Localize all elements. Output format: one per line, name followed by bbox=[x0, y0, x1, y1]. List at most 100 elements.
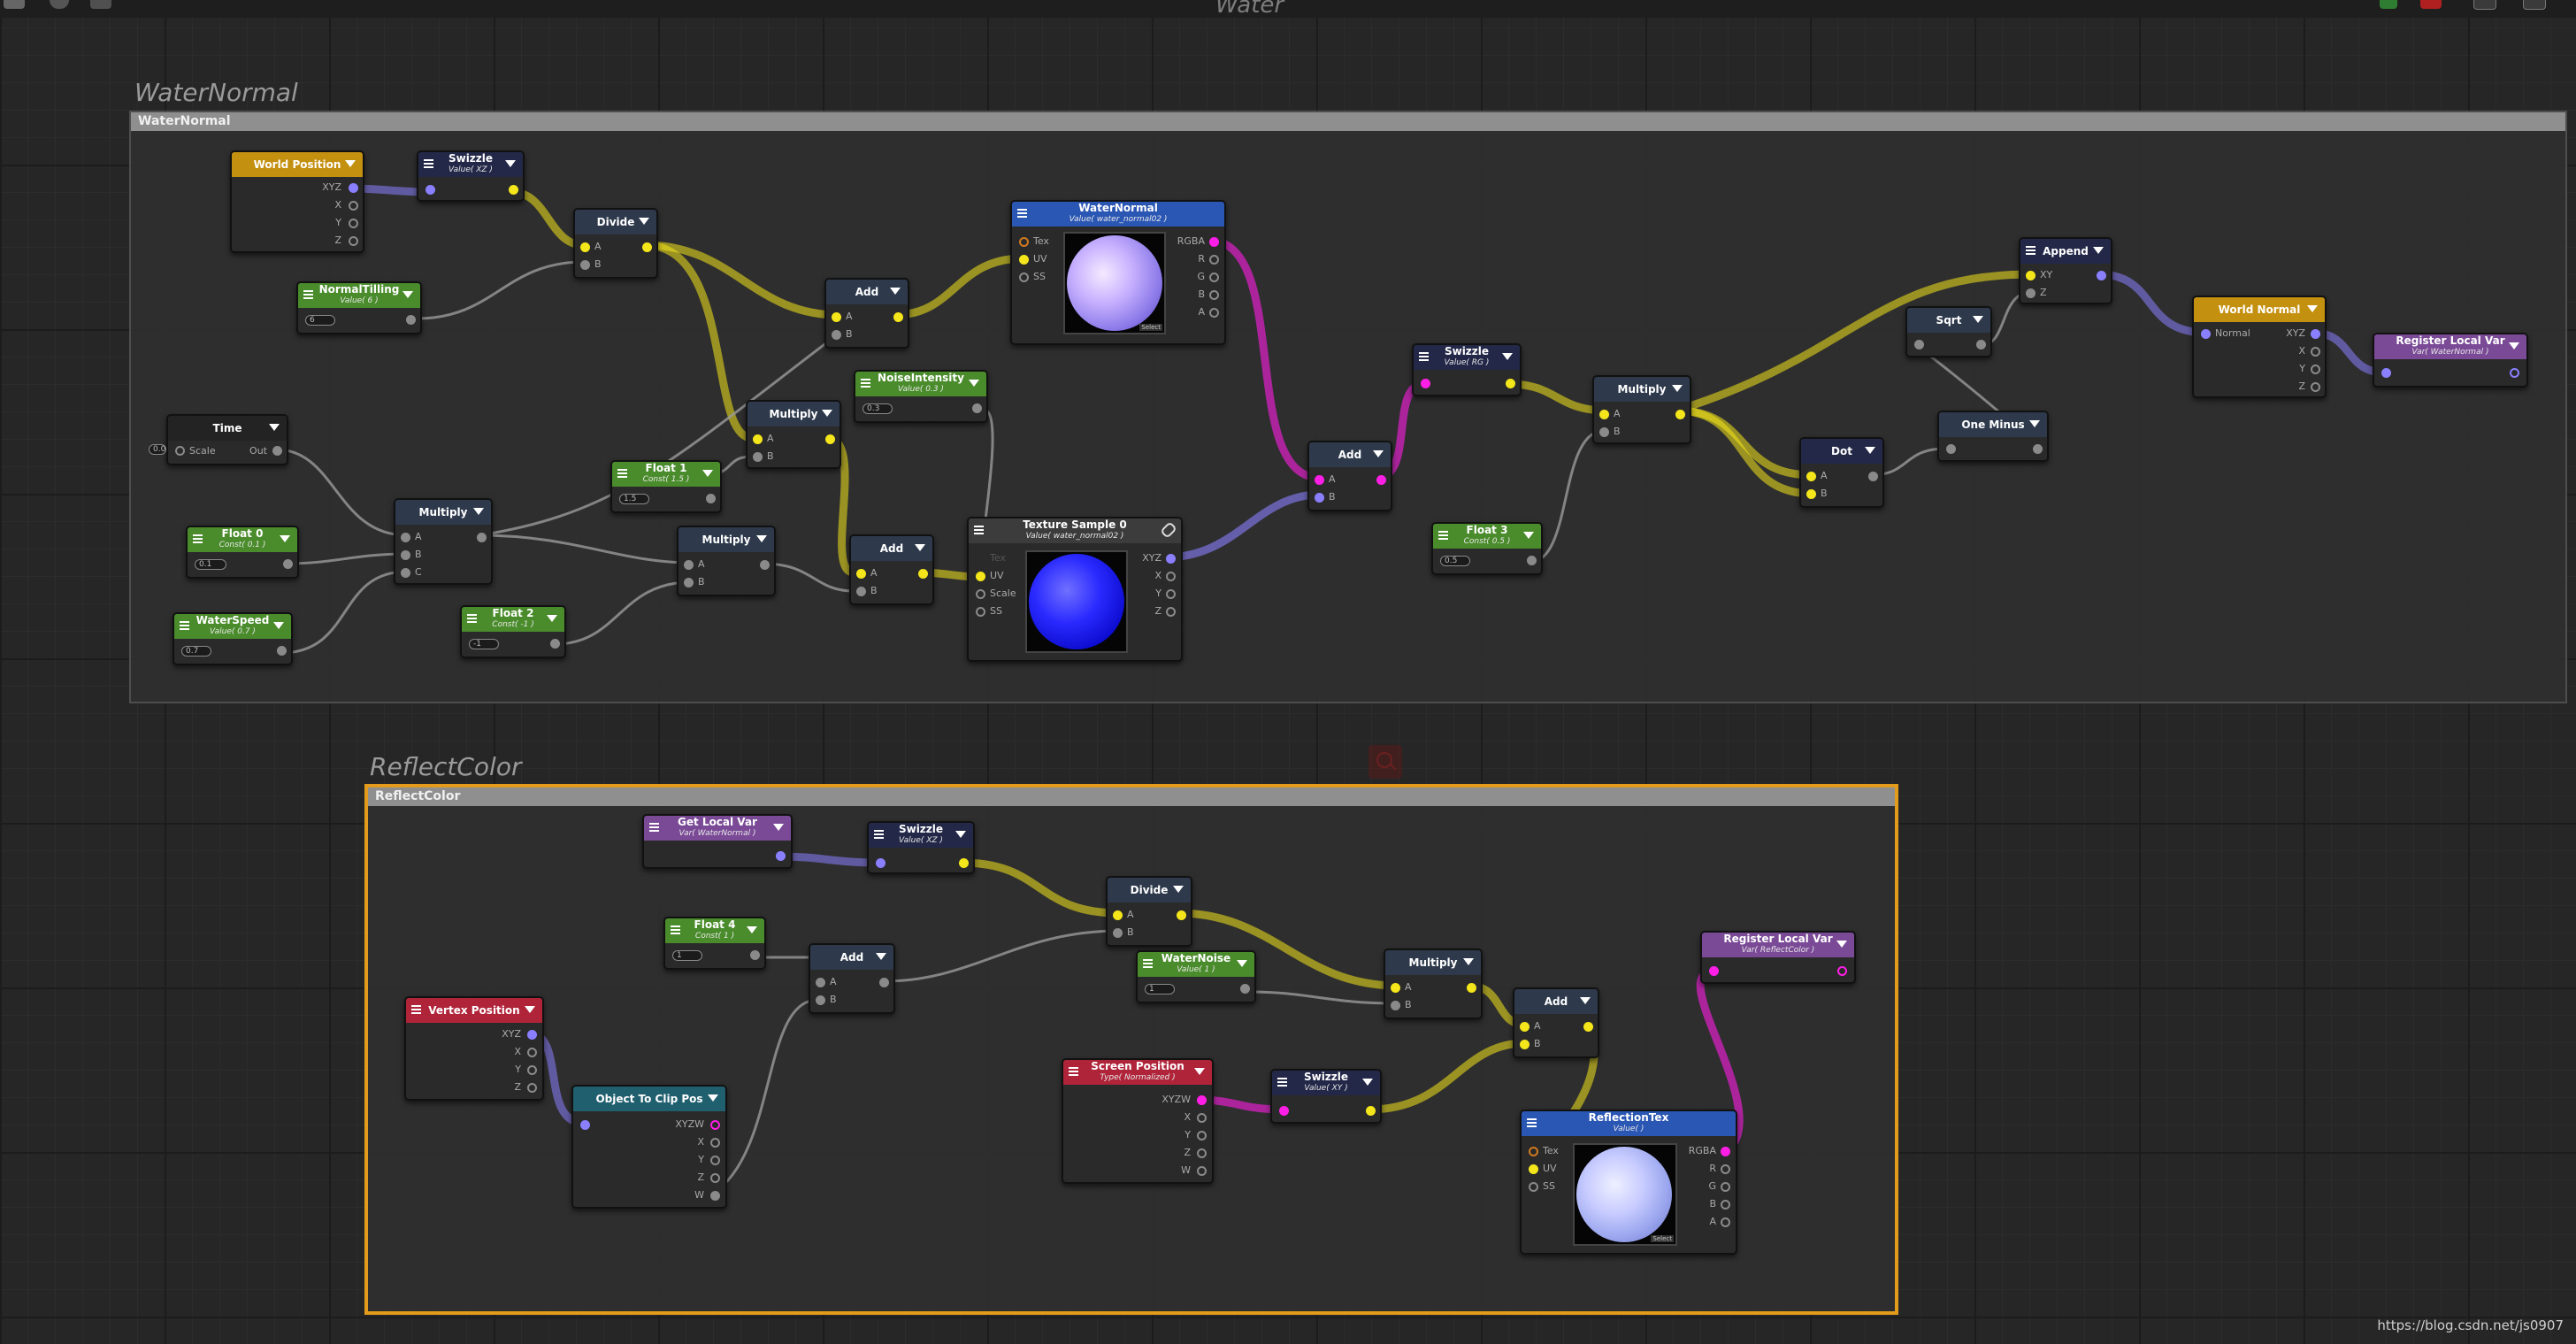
dropdown-arrow-icon[interactable] bbox=[473, 508, 484, 515]
value-field[interactable]: 1 bbox=[672, 950, 702, 961]
group-header-reflectcolor[interactable]: ReflectColor bbox=[368, 787, 1895, 806]
input-port-z[interactable] bbox=[2026, 288, 2036, 298]
node-header[interactable]: Time bbox=[168, 416, 287, 441]
input-port-b[interactable] bbox=[401, 550, 410, 560]
output-port[interactable] bbox=[272, 446, 282, 456]
dropdown-arrow-icon[interactable] bbox=[1194, 1068, 1205, 1075]
group-header-waternormal[interactable]: WaterNormal bbox=[131, 112, 2565, 131]
dropdown-arrow-icon[interactable] bbox=[822, 410, 832, 417]
texture-preview[interactable]: Select bbox=[1063, 232, 1166, 334]
dropdown-arrow-icon[interactable] bbox=[280, 535, 290, 542]
output-port-w[interactable] bbox=[710, 1191, 720, 1201]
record-icon[interactable] bbox=[2420, 0, 2442, 9]
output-port-b[interactable] bbox=[1209, 290, 1219, 300]
node-object-to-clip-pos[interactable]: Object To Clip Pos XYZW X Y Z W bbox=[571, 1085, 727, 1209]
input-port-xy[interactable] bbox=[2026, 271, 2036, 280]
dropdown-arrow-icon[interactable] bbox=[2029, 420, 2040, 427]
node-append[interactable]: Append XY Z bbox=[2019, 237, 2112, 304]
dropdown-arrow-icon[interactable] bbox=[702, 470, 713, 477]
output-port-r[interactable] bbox=[1209, 255, 1219, 265]
output-port-z[interactable] bbox=[527, 1083, 537, 1093]
output-port[interactable] bbox=[1240, 984, 1250, 994]
input-port-b[interactable] bbox=[1315, 493, 1324, 503]
output-port-y[interactable] bbox=[349, 219, 358, 228]
node-header[interactable]: Object To Clip Pos bbox=[573, 1087, 725, 1111]
input-port-uv[interactable] bbox=[1529, 1164, 1538, 1174]
output-port-y[interactable] bbox=[1166, 589, 1176, 599]
output-port[interactable] bbox=[972, 403, 982, 413]
output-port-g[interactable] bbox=[1721, 1182, 1730, 1192]
dropdown-arrow-icon[interactable] bbox=[525, 1006, 535, 1013]
output-port[interactable] bbox=[1976, 340, 1986, 349]
dropdown-arrow-icon[interactable] bbox=[890, 288, 901, 295]
node-header[interactable]: Multiply bbox=[748, 402, 840, 426]
output-port-y[interactable] bbox=[527, 1065, 537, 1075]
dropdown-arrow-icon[interactable] bbox=[1836, 941, 1847, 948]
output-port-xyz[interactable] bbox=[1166, 554, 1176, 564]
value-field[interactable]: 6 bbox=[305, 315, 335, 326]
node-world-position[interactable]: World Position XYZ X Y Z bbox=[230, 150, 364, 253]
value-field[interactable]: -1 bbox=[469, 639, 499, 649]
node-multiply-c[interactable]: Multiply A B C bbox=[394, 498, 493, 585]
dropdown-arrow-icon[interactable] bbox=[345, 160, 356, 167]
input-port[interactable] bbox=[2381, 368, 2391, 378]
dropdown-arrow-icon[interactable] bbox=[915, 544, 925, 551]
dropdown-arrow-icon[interactable] bbox=[969, 380, 979, 387]
input-port-a[interactable] bbox=[1520, 1022, 1530, 1032]
dropdown-arrow-icon[interactable] bbox=[2307, 305, 2318, 312]
value-field[interactable]: 0.3 bbox=[862, 403, 893, 414]
input-port-a[interactable] bbox=[1391, 983, 1400, 993]
input-port-a[interactable] bbox=[753, 434, 763, 444]
value-field[interactable]: 0.1 bbox=[195, 559, 226, 570]
node-header[interactable]: Append bbox=[2020, 239, 2111, 264]
link-icon[interactable] bbox=[1160, 521, 1177, 539]
node-time[interactable]: Time 0.0 Scale Out bbox=[149, 414, 288, 465]
input-port-scale[interactable] bbox=[976, 589, 985, 599]
output-port[interactable] bbox=[2097, 271, 2106, 280]
dropdown-arrow-icon[interactable] bbox=[1502, 353, 1513, 360]
input-port[interactable] bbox=[1946, 444, 1956, 454]
input-port-a[interactable] bbox=[580, 242, 590, 252]
output-port[interactable] bbox=[1675, 410, 1685, 419]
output-port[interactable] bbox=[1467, 983, 1476, 993]
output-port[interactable] bbox=[277, 646, 287, 656]
input-port[interactable] bbox=[426, 185, 435, 195]
input-port-a[interactable] bbox=[1806, 472, 1816, 481]
node-header[interactable]: Multiply bbox=[678, 527, 774, 552]
node-header[interactable]: One Minus bbox=[1939, 412, 2047, 437]
node-header[interactable]: Divide bbox=[575, 210, 656, 234]
dropdown-arrow-icon[interactable] bbox=[1973, 316, 1983, 323]
node-header[interactable]: Vertex Position bbox=[406, 998, 542, 1023]
dropdown-arrow-icon[interactable] bbox=[747, 926, 757, 933]
output-port-xyz[interactable] bbox=[349, 183, 358, 193]
value-field[interactable]: 0.7 bbox=[181, 646, 211, 657]
output-port[interactable] bbox=[550, 639, 560, 649]
output-port-z[interactable] bbox=[1197, 1148, 1207, 1158]
value-field[interactable]: 0.5 bbox=[1440, 556, 1470, 566]
input-port-b[interactable] bbox=[1113, 928, 1123, 938]
node-add-4[interactable]: Add A B bbox=[809, 943, 895, 1014]
output-port[interactable] bbox=[2033, 444, 2043, 454]
output-port-xyzw[interactable] bbox=[1197, 1095, 1207, 1105]
toolbar-left-icon-2[interactable] bbox=[50, 0, 69, 9]
output-port[interactable] bbox=[509, 185, 518, 195]
output-port[interactable] bbox=[642, 242, 652, 252]
output-port-xyz[interactable] bbox=[2311, 329, 2320, 339]
node-multiply-5[interactable]: Multiply A B bbox=[1384, 948, 1483, 1019]
input-port-scale[interactable] bbox=[175, 446, 185, 456]
